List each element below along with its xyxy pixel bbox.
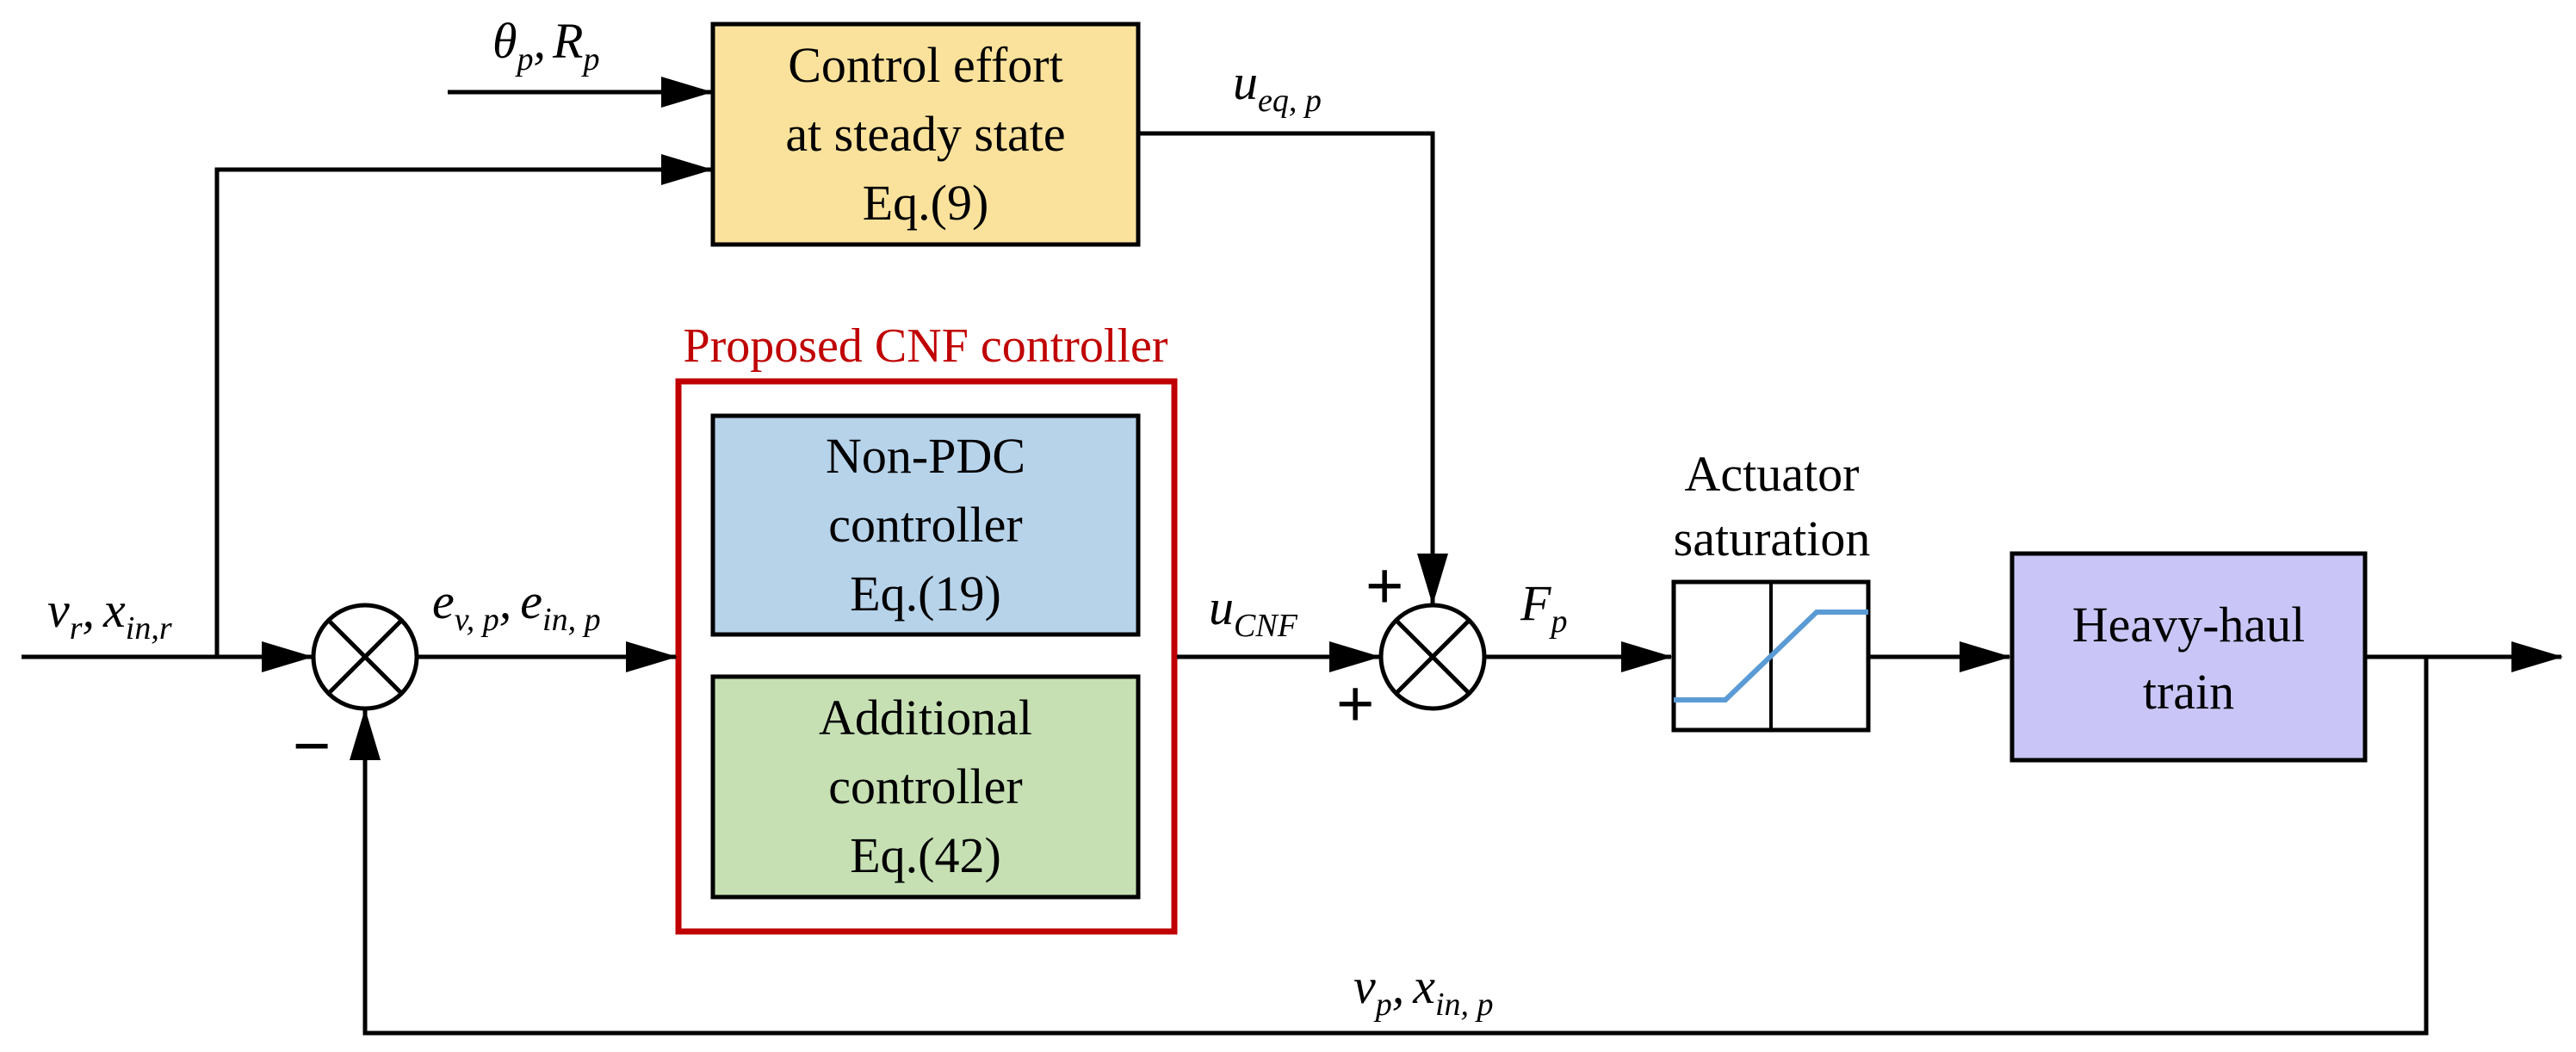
steady-state-line-2: at steady state xyxy=(785,106,1065,162)
additional-line-3: Eq.(42) xyxy=(850,827,1001,883)
minus-sign: − xyxy=(293,709,331,783)
non-pdc-controller-block xyxy=(710,413,1141,637)
proposed-cnf-controller-box xyxy=(675,378,1178,935)
reference-branch-line xyxy=(214,154,713,657)
additional-line-2: controller xyxy=(828,758,1022,814)
force-label: Fp xyxy=(1520,575,1567,640)
summing-junction-1 xyxy=(311,603,419,711)
u-cnf-label: uCNF xyxy=(1209,579,1298,644)
additional-line-1: Additional xyxy=(819,690,1032,746)
non-pdc-line-1: Non-PDC xyxy=(826,428,1025,484)
train-line-2: train xyxy=(2143,664,2234,720)
steady-state-line-1: Control effort xyxy=(788,37,1062,93)
u-eq-line xyxy=(1138,131,1448,605)
u-eq-label: ueq, p xyxy=(1233,54,1322,119)
non-pdc-line-3: Eq.(19) xyxy=(850,566,1001,622)
summing-junction-2 xyxy=(1378,603,1487,711)
plus-sign-bottom: + xyxy=(1336,667,1374,740)
non-pdc-line-2: controller xyxy=(828,497,1022,553)
feedback-line xyxy=(350,657,2429,1036)
saturation-label-line-1: Actuator xyxy=(1685,446,1860,502)
reference-signal-label: vr,xin,r xyxy=(47,582,172,647)
steady-state-block xyxy=(710,22,1141,247)
saturation-label-line-2: saturation xyxy=(1674,511,1871,566)
proposed-cnf-label: Proposed CNF controller xyxy=(683,319,1167,373)
saturation-curve xyxy=(1674,610,1868,702)
plus-sign-top: + xyxy=(1365,549,1403,622)
heavy-haul-train-block xyxy=(2009,551,2368,763)
feedback-signal-label: vp,xin, p xyxy=(1353,958,1494,1023)
error-signal-label: ev, p,ein, p xyxy=(432,573,601,638)
theta-R-label: θp,Rp xyxy=(492,13,599,77)
steady-state-line-3: Eq.(9) xyxy=(863,175,989,231)
additional-controller-block xyxy=(710,674,1141,900)
train-line-1: Heavy-haul xyxy=(2072,597,2306,653)
